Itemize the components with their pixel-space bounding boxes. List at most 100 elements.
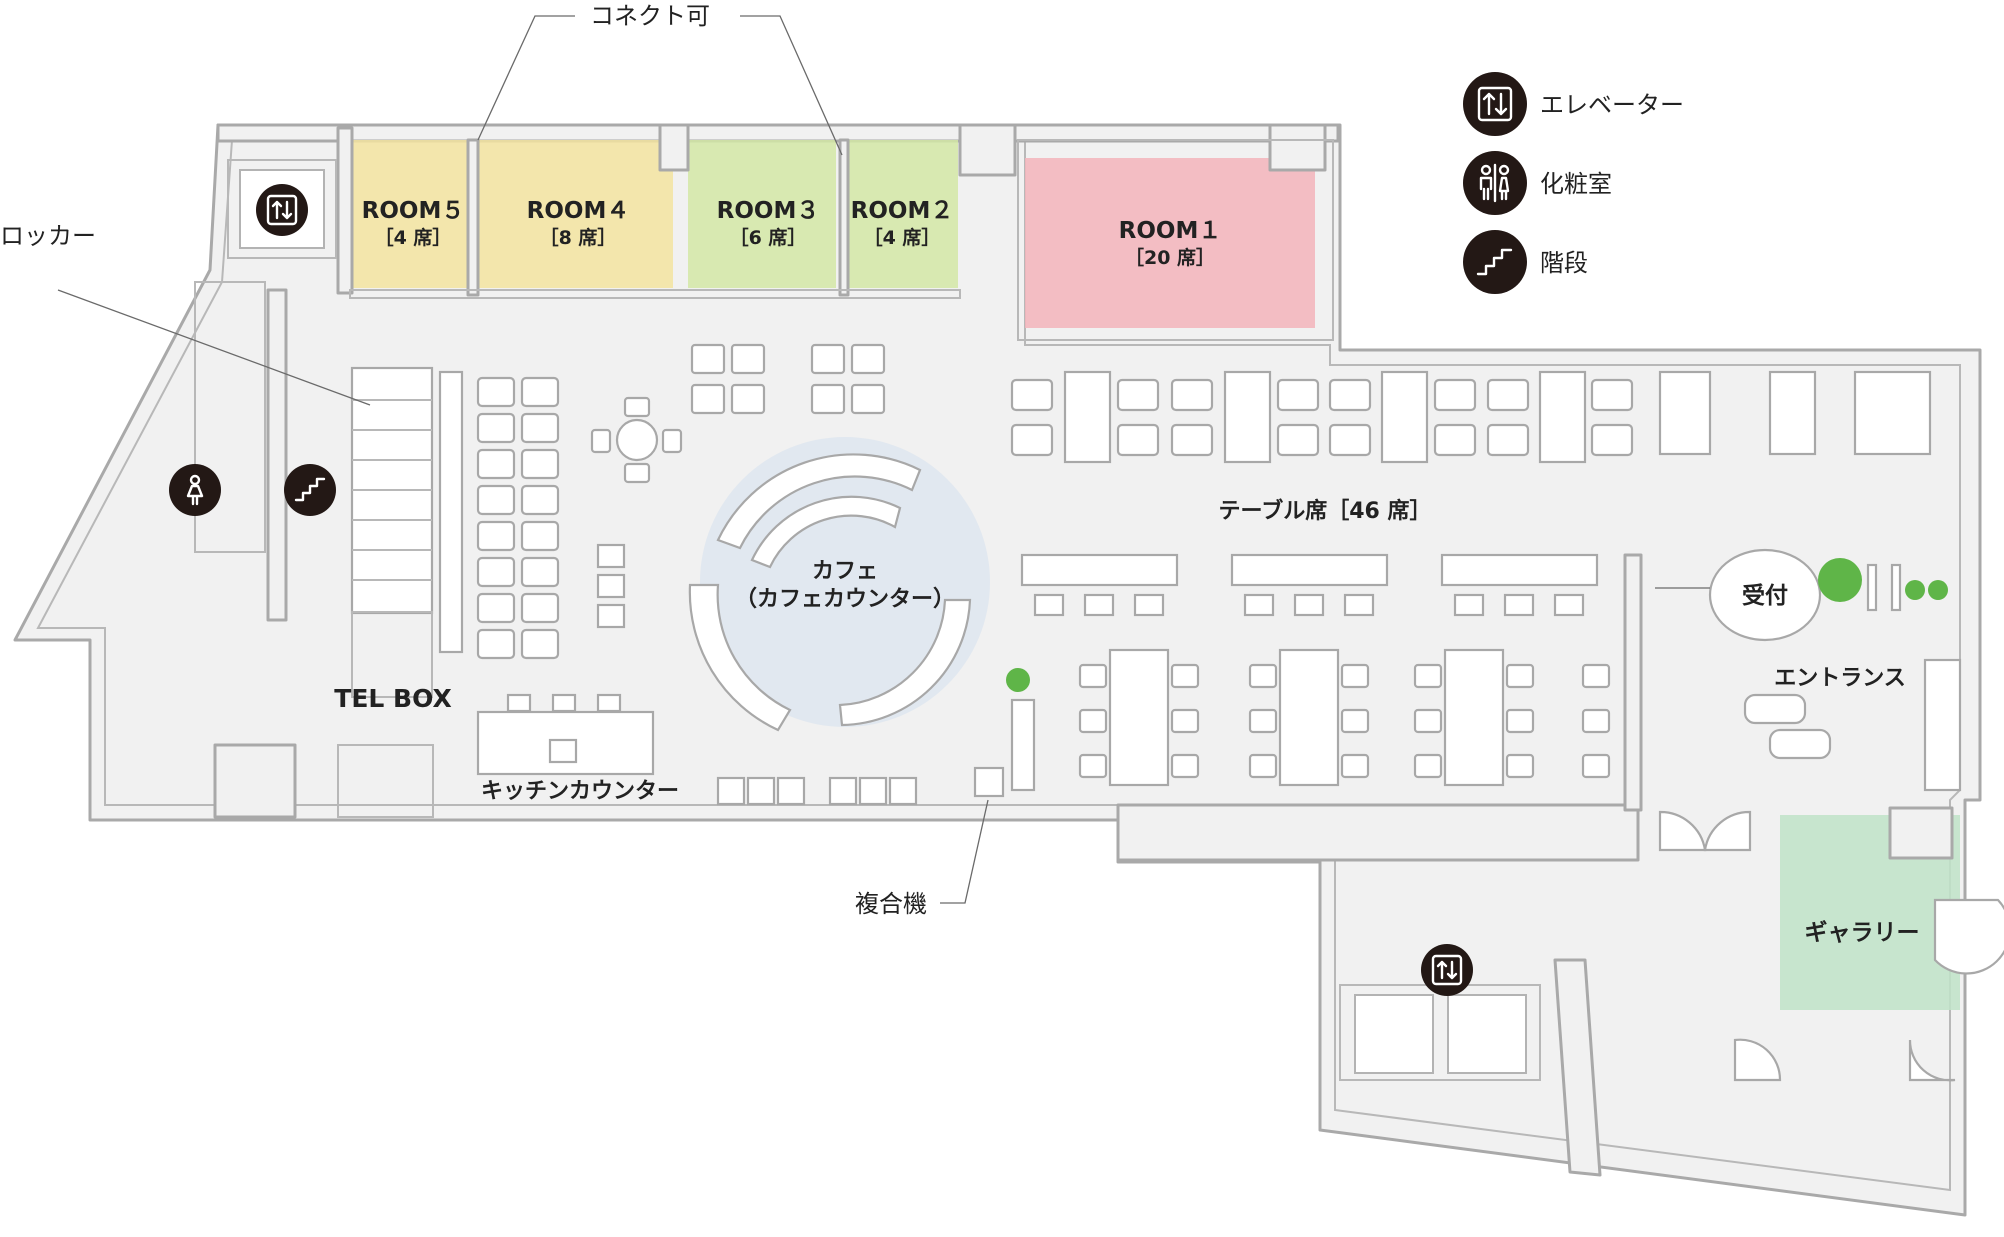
chair	[1505, 753, 1535, 779]
chair	[476, 556, 516, 588]
stair-wall	[266, 288, 288, 622]
room-1-capacity: ［20 席］	[1125, 246, 1215, 269]
chair	[1581, 708, 1611, 734]
cafe-counter-inner-top	[750, 495, 902, 569]
counter-seat	[888, 776, 918, 806]
legend-label: 階段	[1540, 249, 1588, 277]
table-seats	[1010, 370, 1932, 792]
chair	[661, 428, 683, 454]
telbox-booth	[351, 611, 433, 698]
leader-lines	[57, 15, 1710, 904]
ramp-wall	[1553, 958, 1602, 1177]
chair	[520, 592, 560, 624]
main-floor-outline	[13, 123, 1982, 1217]
reception-desk	[1708, 548, 1822, 642]
legend-item-elevator: エレベーター	[1463, 72, 1684, 136]
chair	[476, 376, 516, 408]
chair	[1248, 753, 1278, 779]
chair	[1590, 378, 1634, 412]
elevator-car	[1354, 994, 1434, 1074]
divider	[658, 123, 690, 172]
inner-wall-line	[36, 139, 1961, 1192]
divider	[336, 126, 354, 295]
divider	[958, 123, 1017, 177]
gate	[1890, 563, 1902, 612]
gallery-label: ギャラリー	[1805, 920, 1920, 946]
long-table	[1278, 648, 1340, 787]
room-2-capacity: ［4 席］	[864, 226, 941, 249]
room-3-name: ROOM３	[717, 198, 820, 224]
legend-item-restroom: 化粧室	[1463, 151, 1612, 215]
room-4-area	[478, 140, 673, 288]
chair	[476, 484, 516, 516]
sofa	[1768, 728, 1832, 760]
chair	[476, 412, 516, 444]
chair	[1590, 423, 1634, 457]
restroom-icon	[1463, 151, 1527, 215]
chair	[1170, 423, 1214, 457]
chair	[1116, 378, 1160, 412]
plant-icon	[1905, 580, 1925, 600]
telbox-label: TEL BOX	[334, 684, 451, 713]
counter-seat	[716, 776, 746, 806]
room-5-capacity: ［4 席］	[375, 226, 452, 249]
work-table	[1538, 370, 1587, 464]
shelf	[596, 603, 626, 629]
elevator-core-lower	[1339, 958, 1602, 1177]
chair	[1170, 663, 1200, 689]
plant-icon	[1818, 558, 1862, 602]
door-icon	[1933, 898, 2004, 975]
chair	[690, 343, 726, 375]
chair	[623, 396, 651, 418]
bench-long	[438, 370, 464, 654]
stool	[1133, 593, 1165, 617]
chair	[850, 383, 886, 415]
shelf	[596, 543, 626, 569]
room-1-name: ROOM１	[1119, 218, 1222, 244]
area-labels: カフェ （カフェカウンター） テーブル席［46 席］ 受付 エントランス ギャラ…	[334, 498, 1919, 946]
reception-zone	[1006, 548, 1962, 852]
booth	[1658, 370, 1712, 456]
stool	[1293, 593, 1325, 617]
entrance-label: エントランス	[1774, 666, 1906, 691]
connect-callout: コネクト可	[590, 2, 710, 30]
kitchen-label: キッチンカウンター	[481, 779, 679, 804]
room-5-area	[350, 140, 468, 288]
cafe-label: カフェ	[812, 559, 878, 584]
counter-seat	[746, 776, 776, 806]
chair	[1413, 663, 1443, 689]
meeting-rooms	[336, 123, 1334, 341]
gallery-pillar	[1888, 806, 1954, 860]
plan-icons	[169, 184, 1473, 996]
table-seats-label: テーブル席［46 席］	[1219, 498, 1432, 524]
chair	[1486, 423, 1530, 457]
chair	[1505, 663, 1535, 689]
stool	[506, 693, 532, 713]
gate	[1866, 563, 1878, 612]
stool	[1083, 593, 1115, 617]
chair	[730, 343, 766, 375]
copier-callout: 複合機	[855, 890, 927, 918]
chair	[1340, 663, 1370, 689]
chair	[1328, 378, 1372, 412]
copier	[973, 766, 1005, 798]
chair	[476, 448, 516, 480]
elevator-icon	[1463, 72, 1527, 136]
chair	[1505, 708, 1535, 734]
chair	[810, 343, 846, 375]
chair	[730, 383, 766, 415]
reception-label: 受付	[1742, 582, 1788, 609]
legend: エレベーター 化粧室 階段	[1463, 72, 1684, 294]
legend-label: エレベーター	[1540, 91, 1684, 119]
cafe-sub-label: （カフェカウンター）	[735, 587, 955, 612]
room-2-area	[848, 140, 958, 288]
long-table	[1443, 648, 1505, 787]
plant-icon	[1006, 668, 1030, 692]
stool	[596, 693, 622, 713]
locker-callout: ロッカー	[0, 222, 96, 250]
sink	[548, 738, 578, 764]
entrance-door-icon	[1703, 810, 1752, 852]
room-labels: ROOM５ ［4 席］ ROOM４ ［8 席］ ROOM３ ［6 席］ ROOM…	[362, 198, 1222, 269]
kitchen-zone	[213, 611, 1005, 819]
room-2-name: ROOM２	[851, 198, 954, 224]
